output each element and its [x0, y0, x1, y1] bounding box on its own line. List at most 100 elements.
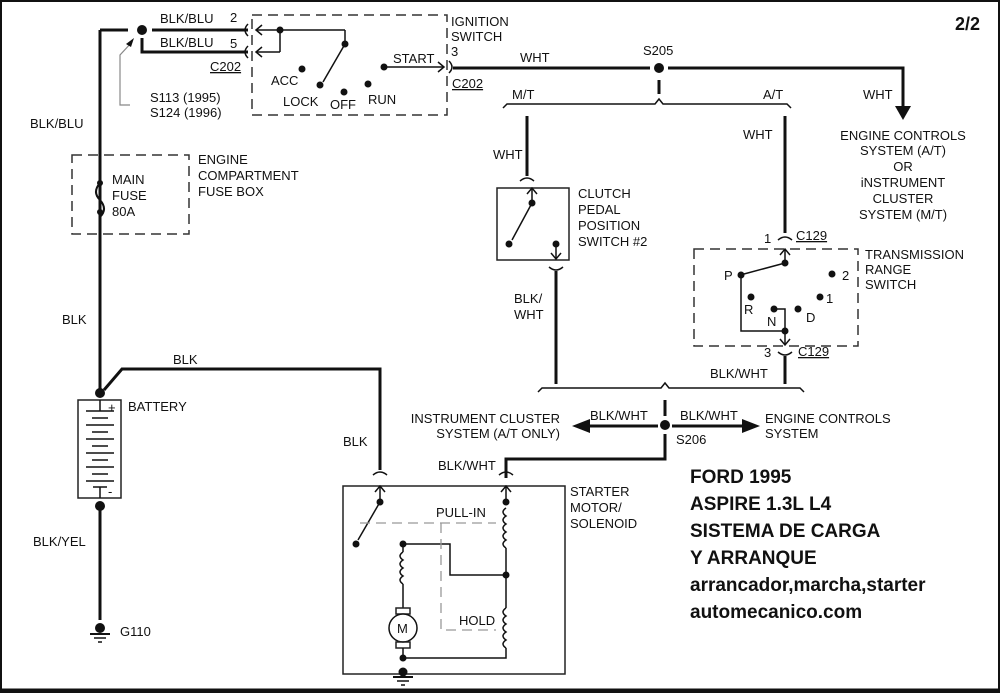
main-fuse-label-2: FUSE: [112, 188, 147, 203]
branch-label-mt: M/T: [512, 87, 534, 102]
range-pos-d: [794, 305, 802, 313]
battery-label: BATTERY: [128, 399, 187, 414]
range-pin-1: 1: [764, 231, 771, 246]
starter-title-3: SOLENOID: [570, 516, 637, 531]
dest-line-4: iNSTRUMENT: [861, 175, 946, 190]
main-fuse-label-1: MAIN: [112, 172, 145, 187]
branch-label-at: A/T: [763, 87, 783, 102]
splice-s113-dot: [137, 25, 147, 35]
range-pos-2: [828, 270, 836, 278]
wire-label-wht-at: WHT: [743, 127, 773, 142]
ign-label-start: START: [393, 51, 434, 66]
battery-plus: +: [108, 400, 116, 415]
clutch-title-2: PEDAL: [578, 202, 621, 217]
ign-label-acc: ACC: [271, 73, 298, 88]
ic-dest-line-2: SYSTEM (A/T ONLY): [436, 426, 560, 441]
engine-controls-destination-top: ENGINE CONTROLS SYSTEM (A/T) OR iNSTRUME…: [840, 128, 966, 222]
splice-note-1995: S113 (1995): [150, 90, 221, 105]
splice-s205-label: S205: [643, 43, 673, 58]
title-website: automecanico.com: [690, 602, 862, 623]
ign-label-off: OFF: [330, 97, 356, 112]
dest-line-5: CLUSTER: [873, 191, 934, 206]
splice-note-1996: S124 (1996): [150, 105, 222, 120]
wire-label-blk-blu-bottom: BLK/BLU: [160, 35, 213, 50]
dest-line-6: SYSTEM (M/T): [859, 207, 947, 222]
ignition-switch-title-1: IGNITION: [451, 14, 509, 29]
instrument-cluster-destination: INSTRUMENT CLUSTER SYSTEM (A/T ONLY): [411, 411, 560, 441]
splice-pointer-arrow: [119, 38, 134, 106]
wire-label-blk-wht-clutch-2: WHT: [514, 307, 544, 322]
ignition-pos-off: [340, 88, 348, 96]
range-label-1: 1: [826, 291, 833, 306]
connector-c129-out: C129: [798, 344, 829, 359]
fuse-box-title-2: COMPARTMENT: [198, 168, 299, 183]
splice-s206-dot: [660, 420, 670, 430]
range-switch-title-3: SWITCH: [865, 277, 916, 292]
splice-s206-junction: [504, 381, 805, 478]
ground-g110-label: G110: [120, 624, 151, 639]
clutch-title-1: CLUTCH: [578, 186, 631, 201]
battery: [77, 367, 382, 620]
arrow-to-engine-controls: [895, 106, 911, 120]
range-label-n: N: [767, 314, 776, 329]
hold-coil: [502, 607, 508, 649]
dest-line-1: ENGINE CONTROLS: [840, 128, 966, 143]
range-switch-title-1: TRANSMISSION: [865, 247, 964, 262]
wire-label-blk-wht-left: BLK/WHT: [590, 408, 648, 423]
ground-g110-icon: [90, 623, 110, 643]
dest-line-2: SYSTEM (A/T): [860, 143, 946, 158]
dest-line-3: OR: [893, 159, 913, 174]
title-line-3: SISTEMA DE CARGA: [690, 521, 881, 542]
title-block: FORD 1995 ASPIRE 1.3L L4 SISTEMA DE CARG…: [690, 467, 926, 623]
ign-label-lock: LOCK: [283, 94, 319, 109]
range-pos-r: [747, 293, 755, 301]
fuse-symbol: [95, 182, 105, 218]
pull-in-coil: [502, 507, 508, 549]
range-label-2: 2: [842, 268, 849, 283]
battery-minus: -: [108, 484, 112, 499]
clutch-pedal-switch: [496, 177, 570, 384]
wire-label-blk-wht-range: BLK/WHT: [710, 366, 768, 381]
title-line-4: Y ARRANQUE: [690, 548, 817, 569]
wire-label-blk-battery: BLK: [173, 352, 198, 367]
wire-label-blk-blu-left: BLK/BLU: [30, 116, 83, 131]
engine-controls-dest-line-2: SYSTEM: [765, 426, 818, 441]
fuse-box-title-3: FUSE BOX: [198, 184, 264, 199]
splice-s205-dot: [654, 63, 664, 73]
engine-controls-dest-line-1: ENGINE CONTROLS: [765, 411, 891, 426]
ignition-pos-run: [364, 80, 372, 88]
start-circuit-wire: [453, 63, 911, 233]
title-line-5: arrancador,marcha,starter: [690, 575, 926, 596]
connector-c202-out: C202: [452, 76, 483, 91]
title-line-2: ASPIRE 1.3L L4: [690, 494, 832, 515]
ignition-pos-lock: [316, 81, 324, 89]
pull-in-label: PULL-IN: [436, 505, 486, 520]
main-fuse-rating: 80A: [112, 204, 135, 219]
wire-label-wht-engine: WHT: [863, 87, 893, 102]
wire-label-blk-main: BLK: [62, 312, 87, 327]
starter-motor-solenoid: [342, 471, 566, 686]
wire-label-blk-wht-right: BLK/WHT: [680, 408, 738, 423]
ign-pin-2: 2: [230, 10, 237, 25]
arrow-to-instrument-cluster: [572, 419, 590, 433]
fuse-box-title-1: ENGINE: [198, 152, 248, 167]
range-label-r: R: [744, 302, 753, 317]
range-pin-3: 3: [764, 345, 771, 360]
page-indicator: 2/2: [955, 14, 980, 34]
connector-c202-in: C202: [210, 59, 241, 74]
ignition-switch-title-2: SWITCH: [451, 29, 502, 44]
engine-compartment-fuse-box: [71, 154, 190, 235]
connector-c129-in: C129: [796, 228, 827, 243]
wire-label-wht-start: WHT: [520, 50, 550, 65]
wire-label-blk-wht-clutch-1: BLK/: [514, 291, 543, 306]
wire-label-blk-blu-top: BLK/BLU: [160, 11, 213, 26]
range-pos-1: [816, 293, 824, 301]
motor-label: M: [397, 621, 408, 636]
wire-label-blk-starter: BLK: [343, 434, 368, 449]
wire-label-wht-mt: WHT: [493, 147, 523, 162]
title-line-1: FORD 1995: [690, 467, 792, 488]
ignition-pos-acc: [298, 65, 306, 73]
transmission-range-switch: [693, 236, 859, 384]
